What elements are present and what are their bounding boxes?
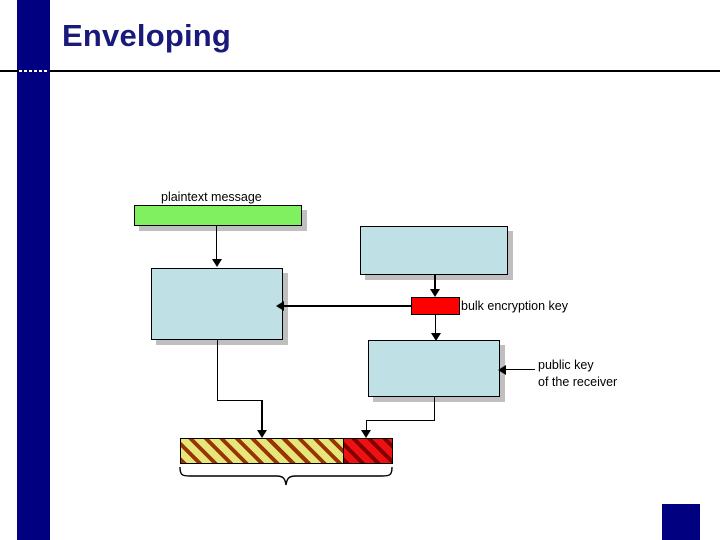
plaintext-message-bar: [134, 205, 302, 226]
plaintext-message-label: plaintext message: [161, 190, 262, 204]
public-key-label-line1: public key: [538, 358, 594, 372]
arrowhead-bulkkey-to-keyencryption: [431, 333, 441, 341]
connector-plaintext-to-encryption: [216, 226, 217, 260]
left-navy-bar: [17, 0, 50, 540]
connector-keyencryption-to-encryptedkey-v2: [366, 420, 367, 431]
connector-encryption-to-ciphertext-h: [217, 400, 263, 401]
arrowhead-encryption-to-ciphertext: [257, 430, 267, 438]
connector-keyencryption-to-encryptedkey-h: [366, 420, 435, 421]
envelope-brace: [179, 466, 393, 486]
arrowhead-keygen-to-bulkkey: [430, 289, 440, 297]
encrypted-message-segment: [180, 438, 344, 464]
connector-keygen-to-bulkkey: [434, 275, 436, 291]
connector-publickey-to-keyencryption: [506, 369, 535, 370]
dashed-rule-segment: [19, 70, 49, 72]
arrowhead-plaintext-to-encryption: [212, 259, 222, 267]
title-rule: [0, 70, 720, 72]
connector-encryption-to-ciphertext-v1: [217, 340, 218, 401]
bottom-right-navy-square: [662, 504, 700, 540]
connector-bulkkey-to-keyencryption: [435, 315, 436, 335]
public-key-label-line2: of the receiver: [538, 375, 618, 389]
encrypted-key-segment: [343, 438, 393, 464]
arrowhead-bulkkey-to-encryption: [276, 301, 284, 311]
bulk-encryption-key-box: [411, 297, 460, 315]
connector-keyencryption-to-encryptedkey-v1: [434, 397, 435, 421]
bulk-encryption-key-label: bulk encryption key: [461, 299, 569, 313]
key-generation-box: [360, 226, 508, 275]
key-encryption-box: [368, 340, 500, 397]
arrowhead-keyencryption-to-encryptedkey: [361, 430, 371, 438]
page-title: Enveloping: [62, 18, 232, 53]
connector-bulkkey-to-encryption: [283, 305, 411, 307]
arrowhead-publickey-to-keyencryption: [498, 365, 506, 375]
bulk-encryption-process-box: [151, 268, 283, 340]
connector-encryption-to-ciphertext-v2: [261, 400, 263, 431]
